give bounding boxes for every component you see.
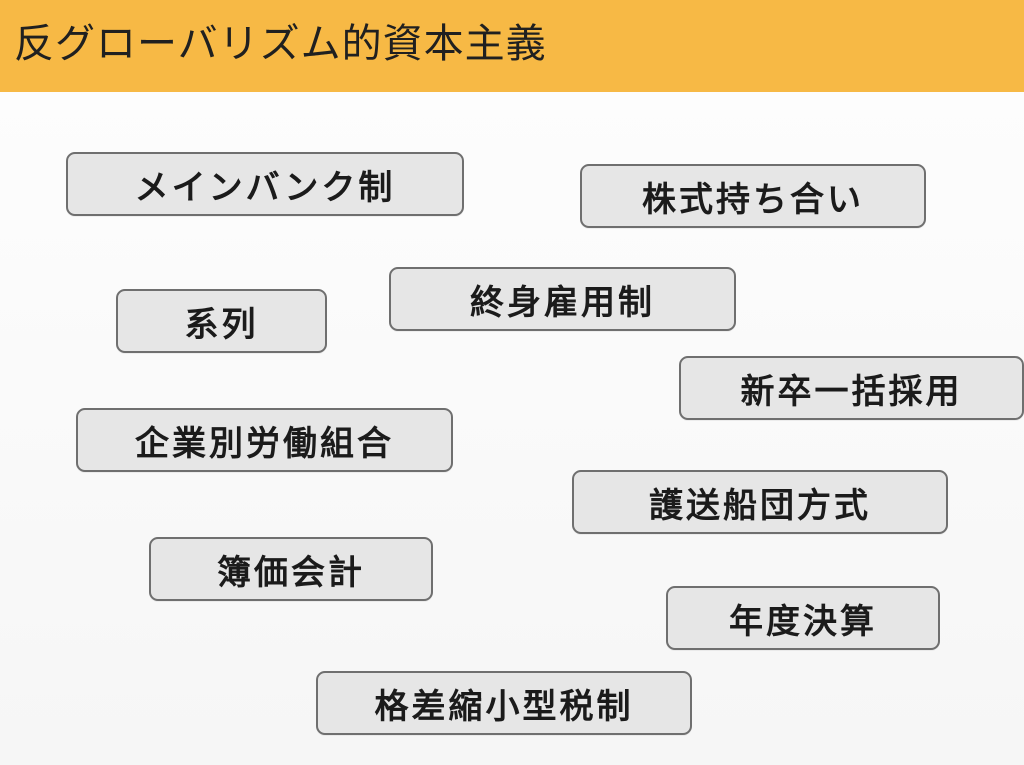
term-box-convoy-system: 護送船団方式 (572, 470, 948, 534)
term-box-keiretsu: 系列 (116, 289, 327, 353)
term-box-enterprise-union: 企業別労働組合 (76, 408, 453, 472)
term-box-book-value-accounting: 簿価会計 (149, 537, 433, 601)
term-box-progressive-tax: 格差縮小型税制 (316, 671, 692, 735)
term-box-graduate-hiring: 新卒一括採用 (679, 356, 1024, 420)
term-box-annual-settlement: 年度決算 (666, 586, 940, 650)
term-box-main-bank: メインバンク制 (66, 152, 464, 216)
title-bar: 反グローバリズム的資本主義 (0, 0, 1024, 92)
term-box-cross-shareholding: 株式持ち合い (580, 164, 926, 228)
term-box-lifetime-employment: 終身雇用制 (389, 267, 736, 331)
slide-title: 反グローバリズム的資本主義 (14, 21, 547, 67)
